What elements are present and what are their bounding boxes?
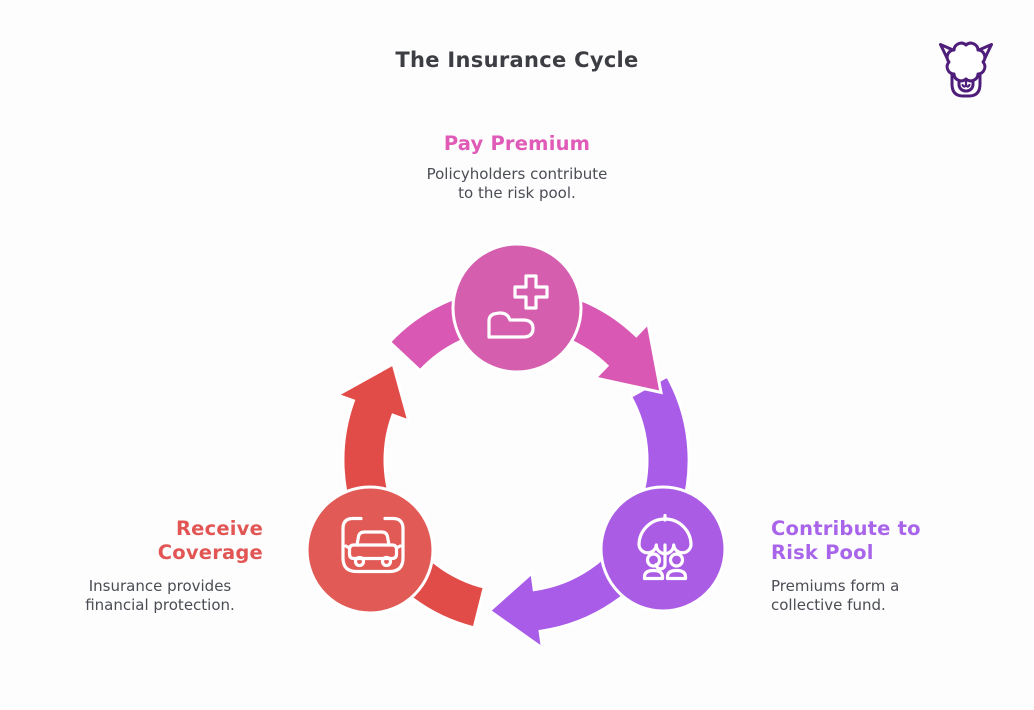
step-desc-contribute-risk-pool: Premiums form a collective fund. [771, 577, 1001, 614]
desc-line: Policyholders contribute [426, 165, 608, 183]
car-cabin [355, 530, 391, 547]
heading-line: Receive [175, 517, 263, 540]
umbrella-canopy [637, 517, 693, 556]
desc-line: to the risk pool. [458, 183, 576, 202]
heading-line: Pay Premium [443, 132, 591, 155]
heading-line: Coverage [157, 541, 263, 564]
page-title: The Insurance Cycle [395, 48, 639, 72]
heading-line: Contribute to [771, 517, 921, 540]
hand-glyph [487, 311, 535, 339]
desc-line: Insurance provides [88, 577, 232, 595]
step-pay-premium: Pay Premium Policyholders contribute to … [342, 132, 692, 202]
person-body-left [642, 568, 665, 581]
umbrella-people-icon [637, 513, 693, 581]
shield-bracket [341, 516, 405, 574]
step-desc-pay-premium: Policyholders contribute to the risk poo… [342, 165, 692, 202]
alpaca-fleece [945, 41, 987, 83]
person-head-right [668, 552, 685, 568]
person-head-left [645, 552, 662, 568]
desc-line: collective fund. [771, 595, 886, 614]
cross-glyph [513, 274, 549, 310]
node-contribute-risk-pool [599, 485, 727, 613]
car-wheel-left [353, 555, 366, 568]
car-wheel-right [380, 555, 393, 568]
step-heading-receive-coverage: Receive Coverage [55, 517, 265, 565]
car-shield-icon [341, 516, 405, 574]
step-heading-contribute-risk-pool: Contribute to Risk Pool [771, 517, 1001, 565]
person-body-right [665, 568, 688, 581]
desc-line: Premiums form a [771, 577, 900, 595]
car-mirror-left [344, 544, 352, 550]
step-contribute-risk-pool: Contribute to Risk Pool Premiums form a … [771, 517, 1001, 614]
step-receive-coverage: Receive Coverage Insurance provides fina… [55, 517, 265, 614]
node-pay-premium [451, 242, 583, 374]
car-mirror-right [394, 544, 402, 550]
node-receive-coverage [305, 485, 435, 615]
heading-line: Risk Pool [771, 541, 874, 564]
alpaca-mouth [961, 80, 971, 88]
alpaca-logo-icon [939, 41, 993, 98]
medical-cross-hand-icon [487, 274, 549, 339]
desc-line: financial protection. [85, 595, 235, 614]
step-desc-receive-coverage: Insurance provides financial protection. [55, 577, 265, 614]
step-heading-pay-premium: Pay Premium [342, 132, 692, 156]
